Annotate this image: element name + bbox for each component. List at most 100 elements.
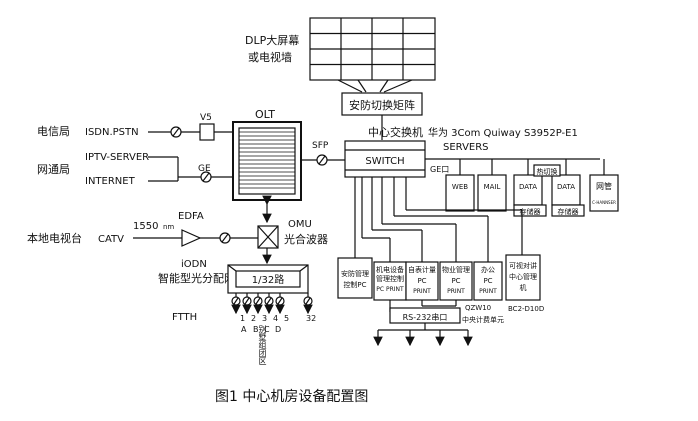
telecom-connector-slash <box>172 127 180 137</box>
odn-label: 智能型光分配网络 <box>158 271 246 285</box>
odn-corner-1 <box>227 264 237 272</box>
tv-signal: CATV <box>98 234 124 245</box>
ge-label: GE <box>198 164 211 174</box>
pc-office-l2: PC <box>483 277 492 285</box>
telecom-org: 电信局 <box>37 125 70 138</box>
pc-meter-l2: PC <box>417 277 426 285</box>
server-data-1-label: DATA <box>519 183 537 191</box>
odn-corner-2 <box>299 264 309 272</box>
telecom-signal: ISDN.PSTN <box>85 127 139 138</box>
netcom-signal-1: IPTV-SERVER <box>85 152 149 163</box>
video-wall <box>309 17 436 81</box>
port-32: 32 <box>306 314 316 323</box>
pc-property-l1: 物业管理 <box>442 265 470 274</box>
port-4: 4 <box>273 314 278 323</box>
tv-wavelength-unit: nm <box>163 223 174 231</box>
port-1: 1 <box>240 314 245 323</box>
core-switch-model: 华为 3Com Quiway S3952P-E1 <box>428 126 578 139</box>
pc-mep-l1: 机电设备 <box>376 265 404 274</box>
switch-label: SWITCH <box>365 156 404 167</box>
omu-diag-2 <box>257 225 279 249</box>
intercom-model: BC2-D10D <box>508 305 544 313</box>
wall-to-matrix-lines <box>337 79 413 93</box>
server-web-label: WEB <box>452 183 468 191</box>
tv-wavelength: 1550 <box>133 221 158 232</box>
security-matrix-label: 安防切换矩阵 <box>349 98 415 112</box>
tv-org: 本地电视台 <box>27 231 82 245</box>
olt-label: OLT <box>255 108 275 121</box>
pc-intercom-l3: 机 <box>520 283 527 292</box>
edfa-label: EDFA <box>178 211 204 222</box>
storage-1-label: 存储器 <box>520 207 541 216</box>
splitter-port-arrows <box>231 304 313 315</box>
pc-meter-l1: 自表计量 <box>408 265 436 274</box>
hot-standby-box <box>533 164 561 177</box>
server-mail-label: MAIL <box>484 183 501 191</box>
video-wall-label-1: DLP大屏幕 <box>245 33 299 47</box>
pc-security-l2: 控制PC <box>343 280 366 289</box>
switch-pc-lines <box>354 177 523 262</box>
rs232-label: RS-232串口 <box>403 313 448 322</box>
switch-box <box>344 140 426 178</box>
zone-a: A <box>241 325 247 334</box>
sfp-connector-slash <box>318 155 326 165</box>
server-data-1 <box>513 174 543 206</box>
pc-intercom-l2: 中心管理 <box>509 272 537 281</box>
pc-property-box <box>439 261 473 301</box>
ge-port-label: GE口 <box>430 165 449 174</box>
pc-to-rs232-lines <box>389 300 457 312</box>
pc-mep-l3: PC PRINT <box>376 286 404 293</box>
odn-name: iODN <box>181 259 207 270</box>
pc-office-l3: PRINT <box>479 288 497 295</box>
olt-inner <box>238 127 296 195</box>
omu-label: 光合波器 <box>284 232 328 246</box>
video-wall-label-2: 或电视墙 <box>248 50 292 64</box>
zone-villa-text: 别墅组团区 <box>227 325 267 365</box>
splitter-port-lines <box>235 293 309 297</box>
netcom-signal-2: INTERNET <box>85 176 136 187</box>
pc-intercom-box <box>505 254 541 301</box>
billing-model: QZW10 <box>465 304 491 312</box>
pc-property-l3: PRINT <box>447 288 465 295</box>
server-nm-small: C-HANNSER <box>592 200 616 205</box>
server-data-2-label: DATA <box>557 183 575 191</box>
billing-label: 中央计费单元 <box>462 315 504 324</box>
splitter-box <box>235 270 301 288</box>
splitter-label: 1/32路 <box>252 273 284 286</box>
zone-villa: 别墅组团区 <box>227 325 267 365</box>
pc-office-box <box>473 261 503 301</box>
v5-label: V5 <box>200 113 212 123</box>
server-nm <box>589 174 619 212</box>
pc-meter-box <box>405 261 439 301</box>
port-5: 5 <box>284 314 289 323</box>
core-switch-title: 中心交换机 <box>368 125 423 139</box>
pc-office-l1: 办公 <box>481 265 495 274</box>
pc-meter-l3: PRINT <box>413 288 431 295</box>
zone-b: B <box>253 325 259 334</box>
storage-2-label: 存储器 <box>558 207 579 216</box>
netcom-org: 网通局 <box>37 163 70 176</box>
zone-c: C <box>264 325 270 334</box>
server-drops <box>459 159 605 175</box>
storage-2-box <box>551 204 585 217</box>
zone-d: D <box>275 325 281 334</box>
olt-grid <box>239 131 295 189</box>
tv-connector-slash <box>221 233 229 243</box>
pc-mep-l2: 管理控制 <box>376 274 404 283</box>
netcom-connector-slash <box>202 172 210 182</box>
figure-caption: 图1 中心机房设备配置图 <box>215 389 369 405</box>
pc-security-box <box>337 257 373 299</box>
v5-box <box>199 123 215 141</box>
server-mail <box>477 174 507 212</box>
port-3: 3 <box>262 314 267 323</box>
port-2: 2 <box>251 314 256 323</box>
edfa-amplifier <box>181 229 202 247</box>
servers-label: SERVERS <box>443 142 489 153</box>
pc-property-l2: PC <box>451 277 460 285</box>
hot-standby-label: 热切换 <box>537 167 558 176</box>
server-nm-label: 网管 <box>596 181 612 191</box>
pc-intercom-l1: 可视对讲 <box>509 261 537 270</box>
server-web <box>445 174 475 212</box>
rs232-outputs <box>373 330 473 347</box>
